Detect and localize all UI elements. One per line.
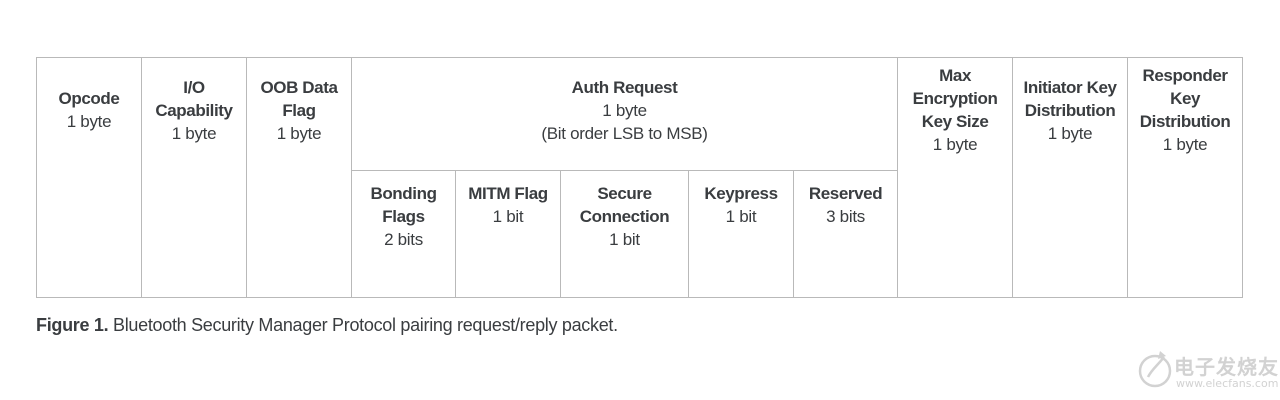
secure-connection-cell: Secure Connection 1 bit	[560, 170, 689, 298]
oob-data-flag-cell: OOB Data Flag 1 byte	[246, 57, 352, 298]
mitm-flag-label: MITM Flag	[468, 184, 548, 203]
bonding-flags-label: Bonding Flags	[370, 184, 437, 226]
auth-request-cell: Auth Request 1 byte (Bit order LSB to MS…	[350, 57, 899, 171]
auth-request-note: (Bit order LSB to MSB)	[541, 124, 708, 143]
mitm-flag-cell: MITM Flag 1 bit	[455, 170, 561, 298]
keypress-label: Keypress	[704, 184, 778, 203]
bonding-flags-size: 2 bits	[384, 230, 423, 249]
initiator-key-distribution-size: 1 byte	[1047, 124, 1093, 143]
oob-data-flag-label: OOB Data Flag	[260, 78, 338, 120]
responder-key-distribution-label: Responder Key Distribution	[1139, 66, 1231, 131]
max-encryption-key-size-label: Max Encryption Key Size	[912, 66, 998, 131]
bonding-flags-cell: Bonding Flags 2 bits	[351, 170, 456, 298]
responder-key-distribution-size: 1 byte	[1162, 135, 1208, 154]
secure-connection-label: Secure Connection	[579, 184, 670, 226]
auth-request-label: Auth Request	[571, 78, 678, 97]
oob-data-flag-size: 1 byte	[276, 124, 322, 143]
responder-key-distribution-cell: Responder Key Distribution 1 byte	[1127, 57, 1244, 298]
elecfans-logo-icon	[1138, 351, 1172, 388]
opcode-cell: Opcode 1 byte	[36, 57, 142, 298]
initiator-key-distribution-cell: Initiator Key Distribution 1 byte	[1012, 57, 1129, 298]
secure-connection-size: 1 bit	[609, 230, 640, 249]
reserved-cell: Reserved 3 bits	[792, 170, 899, 298]
reserved-size: 3 bits	[826, 207, 865, 226]
reserved-label: Reserved	[808, 184, 883, 203]
io-capability-label: I/O Capability	[155, 78, 233, 120]
figure-caption-prefix: Figure 1.	[36, 315, 109, 335]
opcode-label: Opcode	[58, 89, 120, 108]
max-encryption-key-size-size: 1 byte	[932, 135, 978, 154]
watermark: 电子发烧友 www.elecfans.com	[1130, 345, 1279, 395]
mitm-flag-size: 1 bit	[492, 207, 524, 226]
opcode-size: 1 byte	[66, 112, 112, 131]
max-encryption-key-size-cell: Max Encryption Key Size 1 byte	[897, 57, 1014, 298]
auth-request-size: 1 byte	[602, 101, 647, 120]
keypress-size: 1 bit	[725, 207, 757, 226]
packet-diagram: Opcode 1 byte I/O Capability 1 byte OOB …	[36, 57, 1244, 298]
figure-caption: Figure 1. Bluetooth Security Manager Pro…	[36, 314, 618, 336]
io-capability-cell: I/O Capability 1 byte	[141, 57, 247, 298]
io-capability-size: 1 byte	[171, 124, 217, 143]
initiator-key-distribution-label: Initiator Key Distribution	[1023, 78, 1117, 120]
keypress-cell: Keypress 1 bit	[688, 170, 794, 298]
watermark-text: 电子发烧友	[1174, 355, 1279, 379]
watermark-url: www.elecfans.com	[1176, 377, 1279, 390]
figure-caption-text: Bluetooth Security Manager Protocol pair…	[108, 315, 618, 335]
